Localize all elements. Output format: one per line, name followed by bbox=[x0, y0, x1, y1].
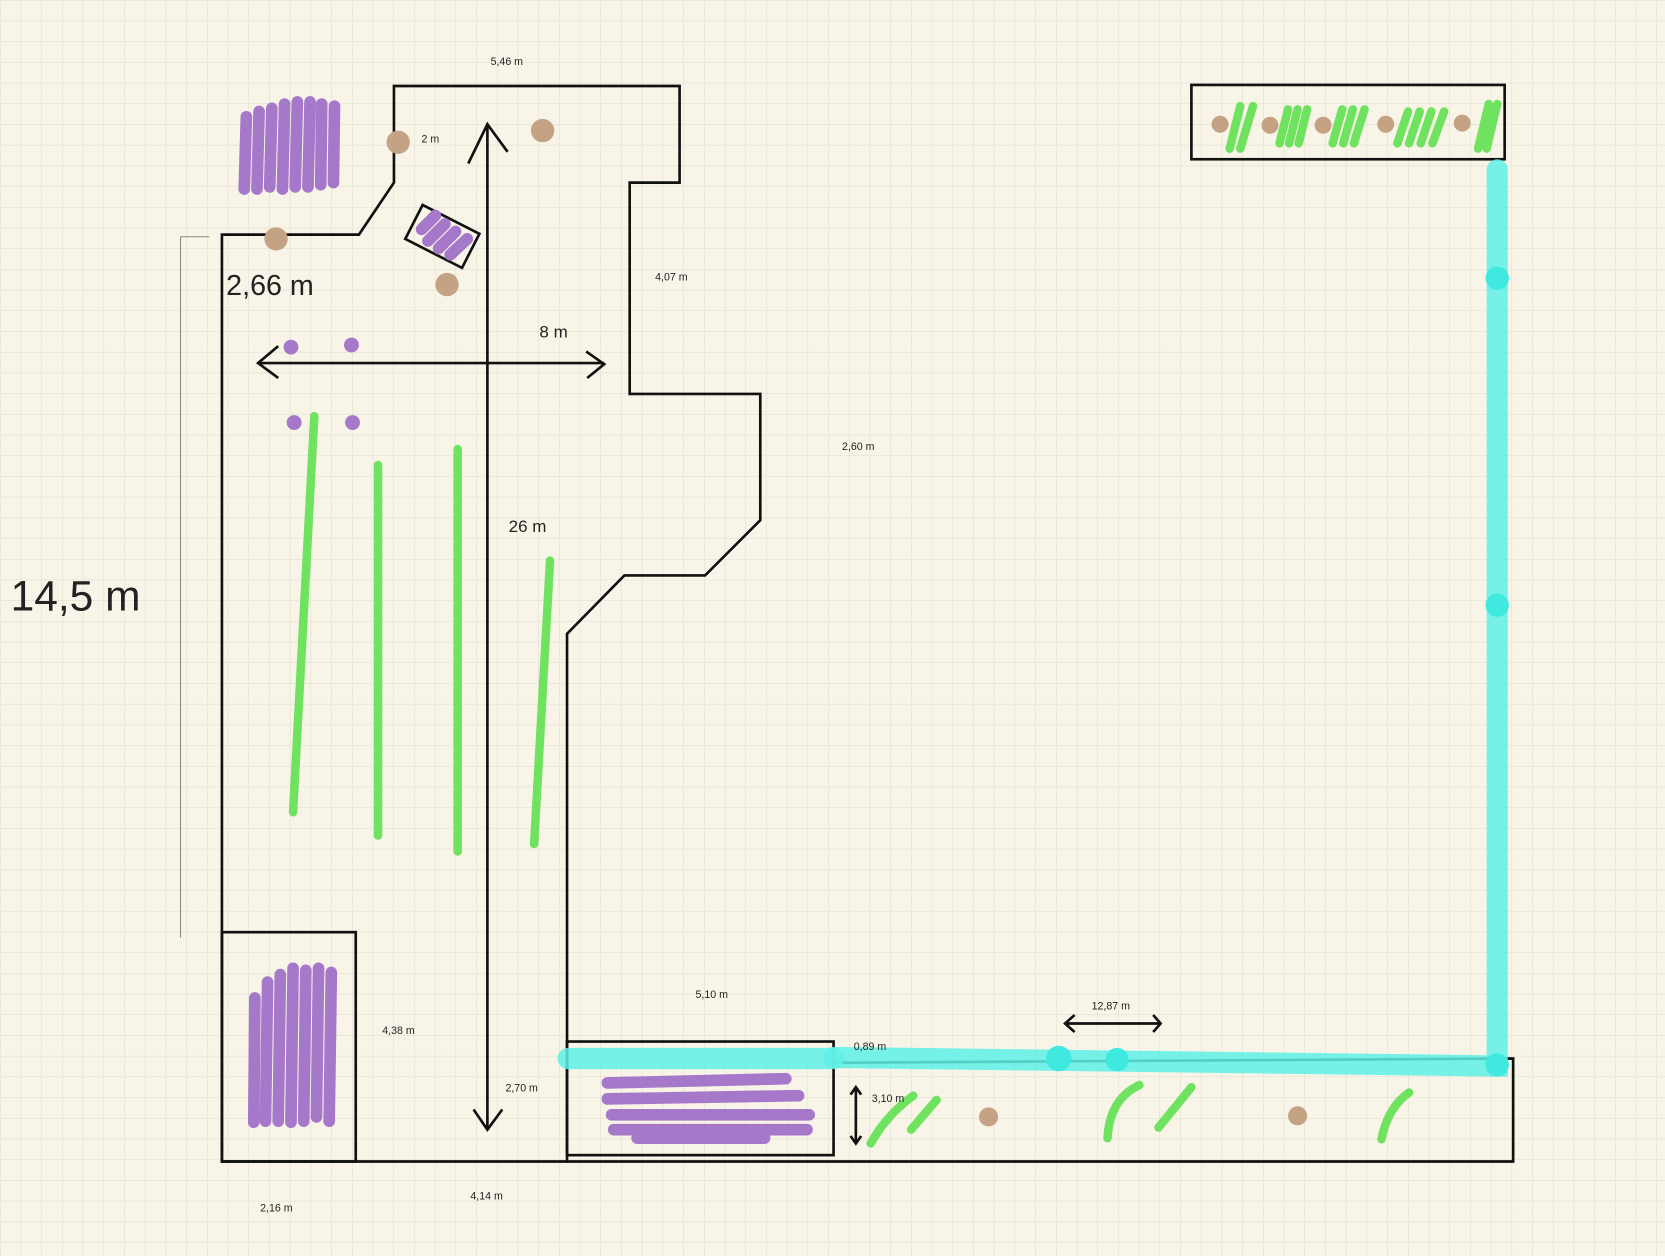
left-room-wall bbox=[220, 84, 762, 1163]
label-2-60m: 2,60 m bbox=[842, 441, 875, 453]
small-rotated-box bbox=[403, 203, 482, 270]
arrow-3-10m bbox=[849, 1084, 863, 1146]
purple-markings bbox=[238, 96, 815, 1144]
label-26m: 26 m bbox=[509, 517, 547, 536]
label-2-70m: 2,70 m bbox=[505, 1082, 538, 1094]
bottom-middle-room bbox=[565, 1040, 835, 1157]
label-2-66m: 2,66 m bbox=[226, 270, 314, 302]
cyan-route bbox=[557, 159, 1509, 1077]
label-2m: 2 m bbox=[422, 133, 440, 145]
label-0-89m: 0,89 m bbox=[854, 1041, 887, 1053]
label-12-87m: 12,87 m bbox=[1092, 1001, 1130, 1013]
horizontal-arrow-8m bbox=[255, 345, 607, 380]
arrow-12-87m bbox=[1063, 1014, 1163, 1033]
height-guide-line bbox=[179, 236, 210, 938]
label-8m: 8 m bbox=[539, 323, 567, 342]
top-right-room bbox=[1190, 83, 1506, 161]
green-markings bbox=[288, 99, 1502, 1148]
label-2-16m: 2,16 m bbox=[260, 1202, 293, 1214]
label-5-10m: 5,10 m bbox=[696, 989, 729, 1001]
label-4-38m: 4,38 m bbox=[382, 1025, 415, 1037]
tan-points bbox=[264, 114, 1471, 1127]
label-4-07m: 4,07 m bbox=[655, 271, 688, 283]
label-top-width: 5,46 m bbox=[491, 56, 524, 68]
label-3-10m: 3,10 m bbox=[872, 1093, 905, 1105]
label-14-5m: 14,5 m bbox=[11, 572, 141, 619]
bottom-left-room bbox=[220, 930, 358, 1163]
vertical-arrow-26m bbox=[467, 121, 509, 1132]
label-4-14m: 4,14 m bbox=[470, 1191, 503, 1203]
